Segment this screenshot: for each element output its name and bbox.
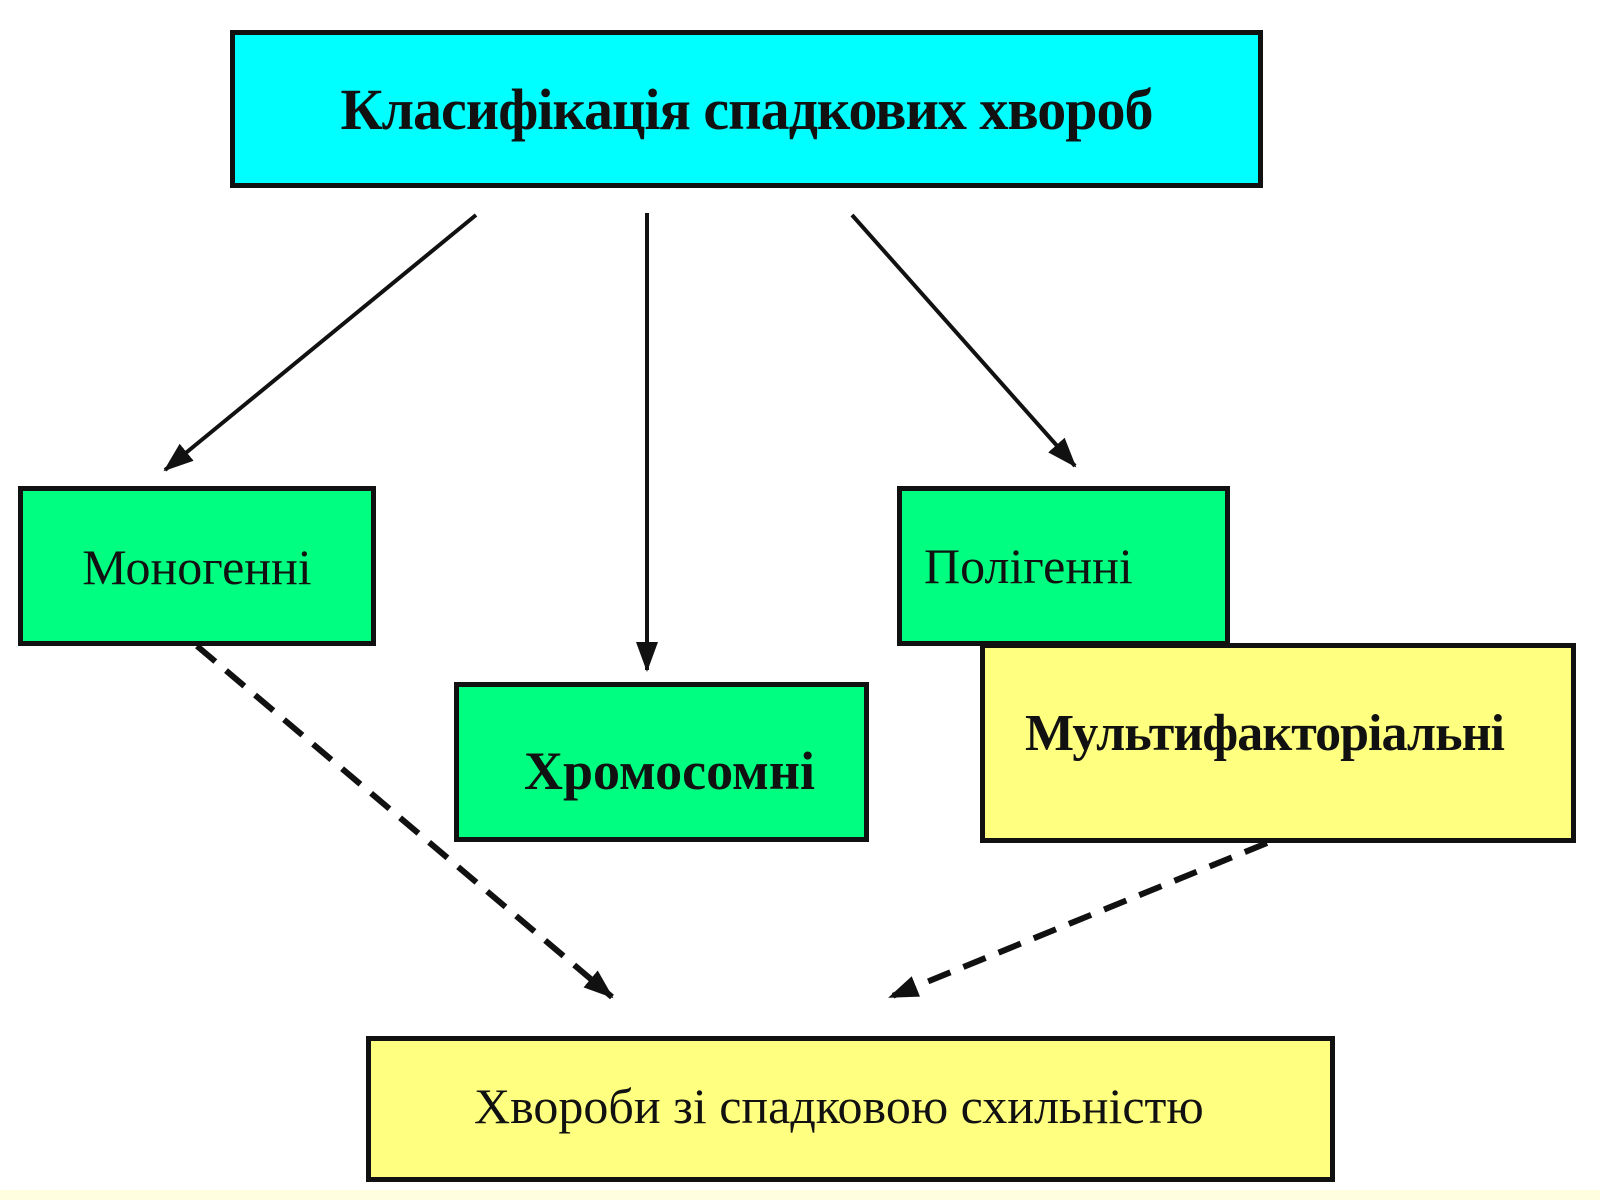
node-multifactorial-label: Мультифакторіальні xyxy=(1025,704,1505,762)
node-chromosomal: Хромосомні xyxy=(454,682,869,842)
root-node-label: Класифікація спадкових хвороб xyxy=(340,76,1153,142)
node-multifactorial: Мультифакторіальні xyxy=(980,643,1576,843)
node-polygenic: Полігенні xyxy=(897,486,1230,646)
node-hereditary-predisposition-label: Хвороби зі спадковою схильністю xyxy=(474,1078,1204,1134)
slide-bottom-band xyxy=(0,1190,1600,1200)
node-chromosomal-label: Хромосомні xyxy=(524,741,815,801)
edge-mono-to-outcome xyxy=(195,643,614,1000)
node-hereditary-predisposition: Хвороби зі спадковою схильністю xyxy=(366,1036,1335,1182)
root-node: Класифікація спадкових хвороб xyxy=(230,30,1263,188)
node-monogenic: Моногенні xyxy=(18,486,376,646)
edge-root-to-poly xyxy=(850,213,1077,468)
edge-root-to-mono xyxy=(163,213,478,472)
edge-multi-to-outcome xyxy=(888,840,1269,1000)
node-polygenic-label: Полігенні xyxy=(924,538,1133,594)
node-monogenic-label: Моногенні xyxy=(82,539,312,595)
